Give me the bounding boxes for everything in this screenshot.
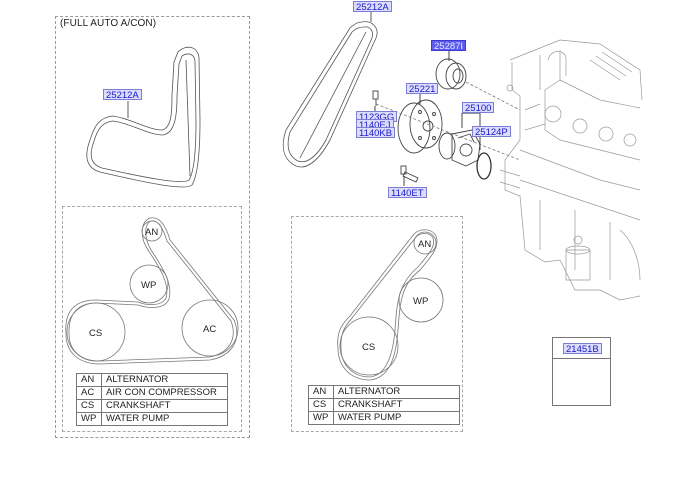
o-ring-drawing [476, 152, 492, 180]
legend-code: AN [308, 385, 334, 399]
pulley-label-cs-left: CS [89, 328, 102, 339]
pulley-label-ac-left: AC [203, 324, 216, 335]
pulley-wp-center [398, 277, 444, 323]
left-belt-routing: AN WP CS AC [65, 217, 239, 365]
part-tag-25287i[interactable]: 25287I [431, 40, 467, 52]
part-tag-21451b[interactable]: 21451B [563, 343, 602, 355]
pulley-label-wp-center: WP [413, 296, 428, 307]
engine-block-drawing [499, 39, 643, 301]
legend-name: WATER PUMP [101, 412, 228, 426]
bolt-upper-drawing [372, 90, 379, 112]
belt-center-drawing [282, 12, 378, 168]
part-tag-25124p[interactable]: 25124P [472, 126, 511, 138]
legend-name: CRANKSHAFT [101, 399, 228, 413]
legend-code: WP [76, 412, 102, 426]
pulley-an-center [413, 231, 437, 255]
full-auto-acon-caption: (FULL AUTO A/CON) [60, 18, 157, 29]
part-tag-1140kb[interactable]: 1140KB [356, 127, 396, 139]
legend-code: CS [308, 398, 334, 412]
idler-pulley-drawing [435, 50, 521, 111]
legend-name: ALTERNATOR [101, 373, 228, 387]
legend-name: WATER PUMP [333, 411, 460, 425]
center-belt-routing: AN WP CS [337, 229, 444, 381]
pulley-cs-center [339, 316, 399, 376]
legend-name: CRANKSHAFT [333, 398, 460, 412]
left-routing-frame [62, 206, 242, 432]
part-tag-1140et[interactable]: 1140ET [388, 187, 427, 199]
legend-code: AN [76, 373, 102, 387]
part-tag-25221[interactable]: 25221 [406, 83, 439, 95]
pulley-label-an-center: AN [418, 239, 431, 250]
pulley-label-cs-center: CS [362, 342, 375, 353]
legend-name: AIR CON COMPRESSOR [101, 386, 228, 400]
part-tag-25100[interactable]: 25100 [462, 102, 495, 114]
pulley-label-an-left: AN [145, 227, 158, 238]
legend-code: WP [308, 411, 334, 425]
part-tag-25212a-left[interactable]: 25212A [103, 89, 142, 101]
water-pump-body-drawing [438, 112, 481, 167]
inset-divider [553, 358, 610, 359]
full-auto-acon-frame [55, 16, 250, 438]
pulley-wp-left [129, 264, 169, 304]
legend-code: AC [76, 386, 102, 400]
center-routing-frame [291, 216, 463, 432]
part-tag-25212a-center[interactable]: 25212A [353, 1, 392, 13]
legend-code: CS [76, 399, 102, 413]
belt-left-drawing [86, 46, 201, 188]
pulley-ac-left [181, 299, 239, 357]
legend-name: ALTERNATOR [333, 385, 460, 399]
bolt-lower-drawing [400, 165, 419, 186]
water-pump-pulley-drawing [375, 94, 521, 161]
pulley-label-wp-left: WP [141, 280, 156, 291]
